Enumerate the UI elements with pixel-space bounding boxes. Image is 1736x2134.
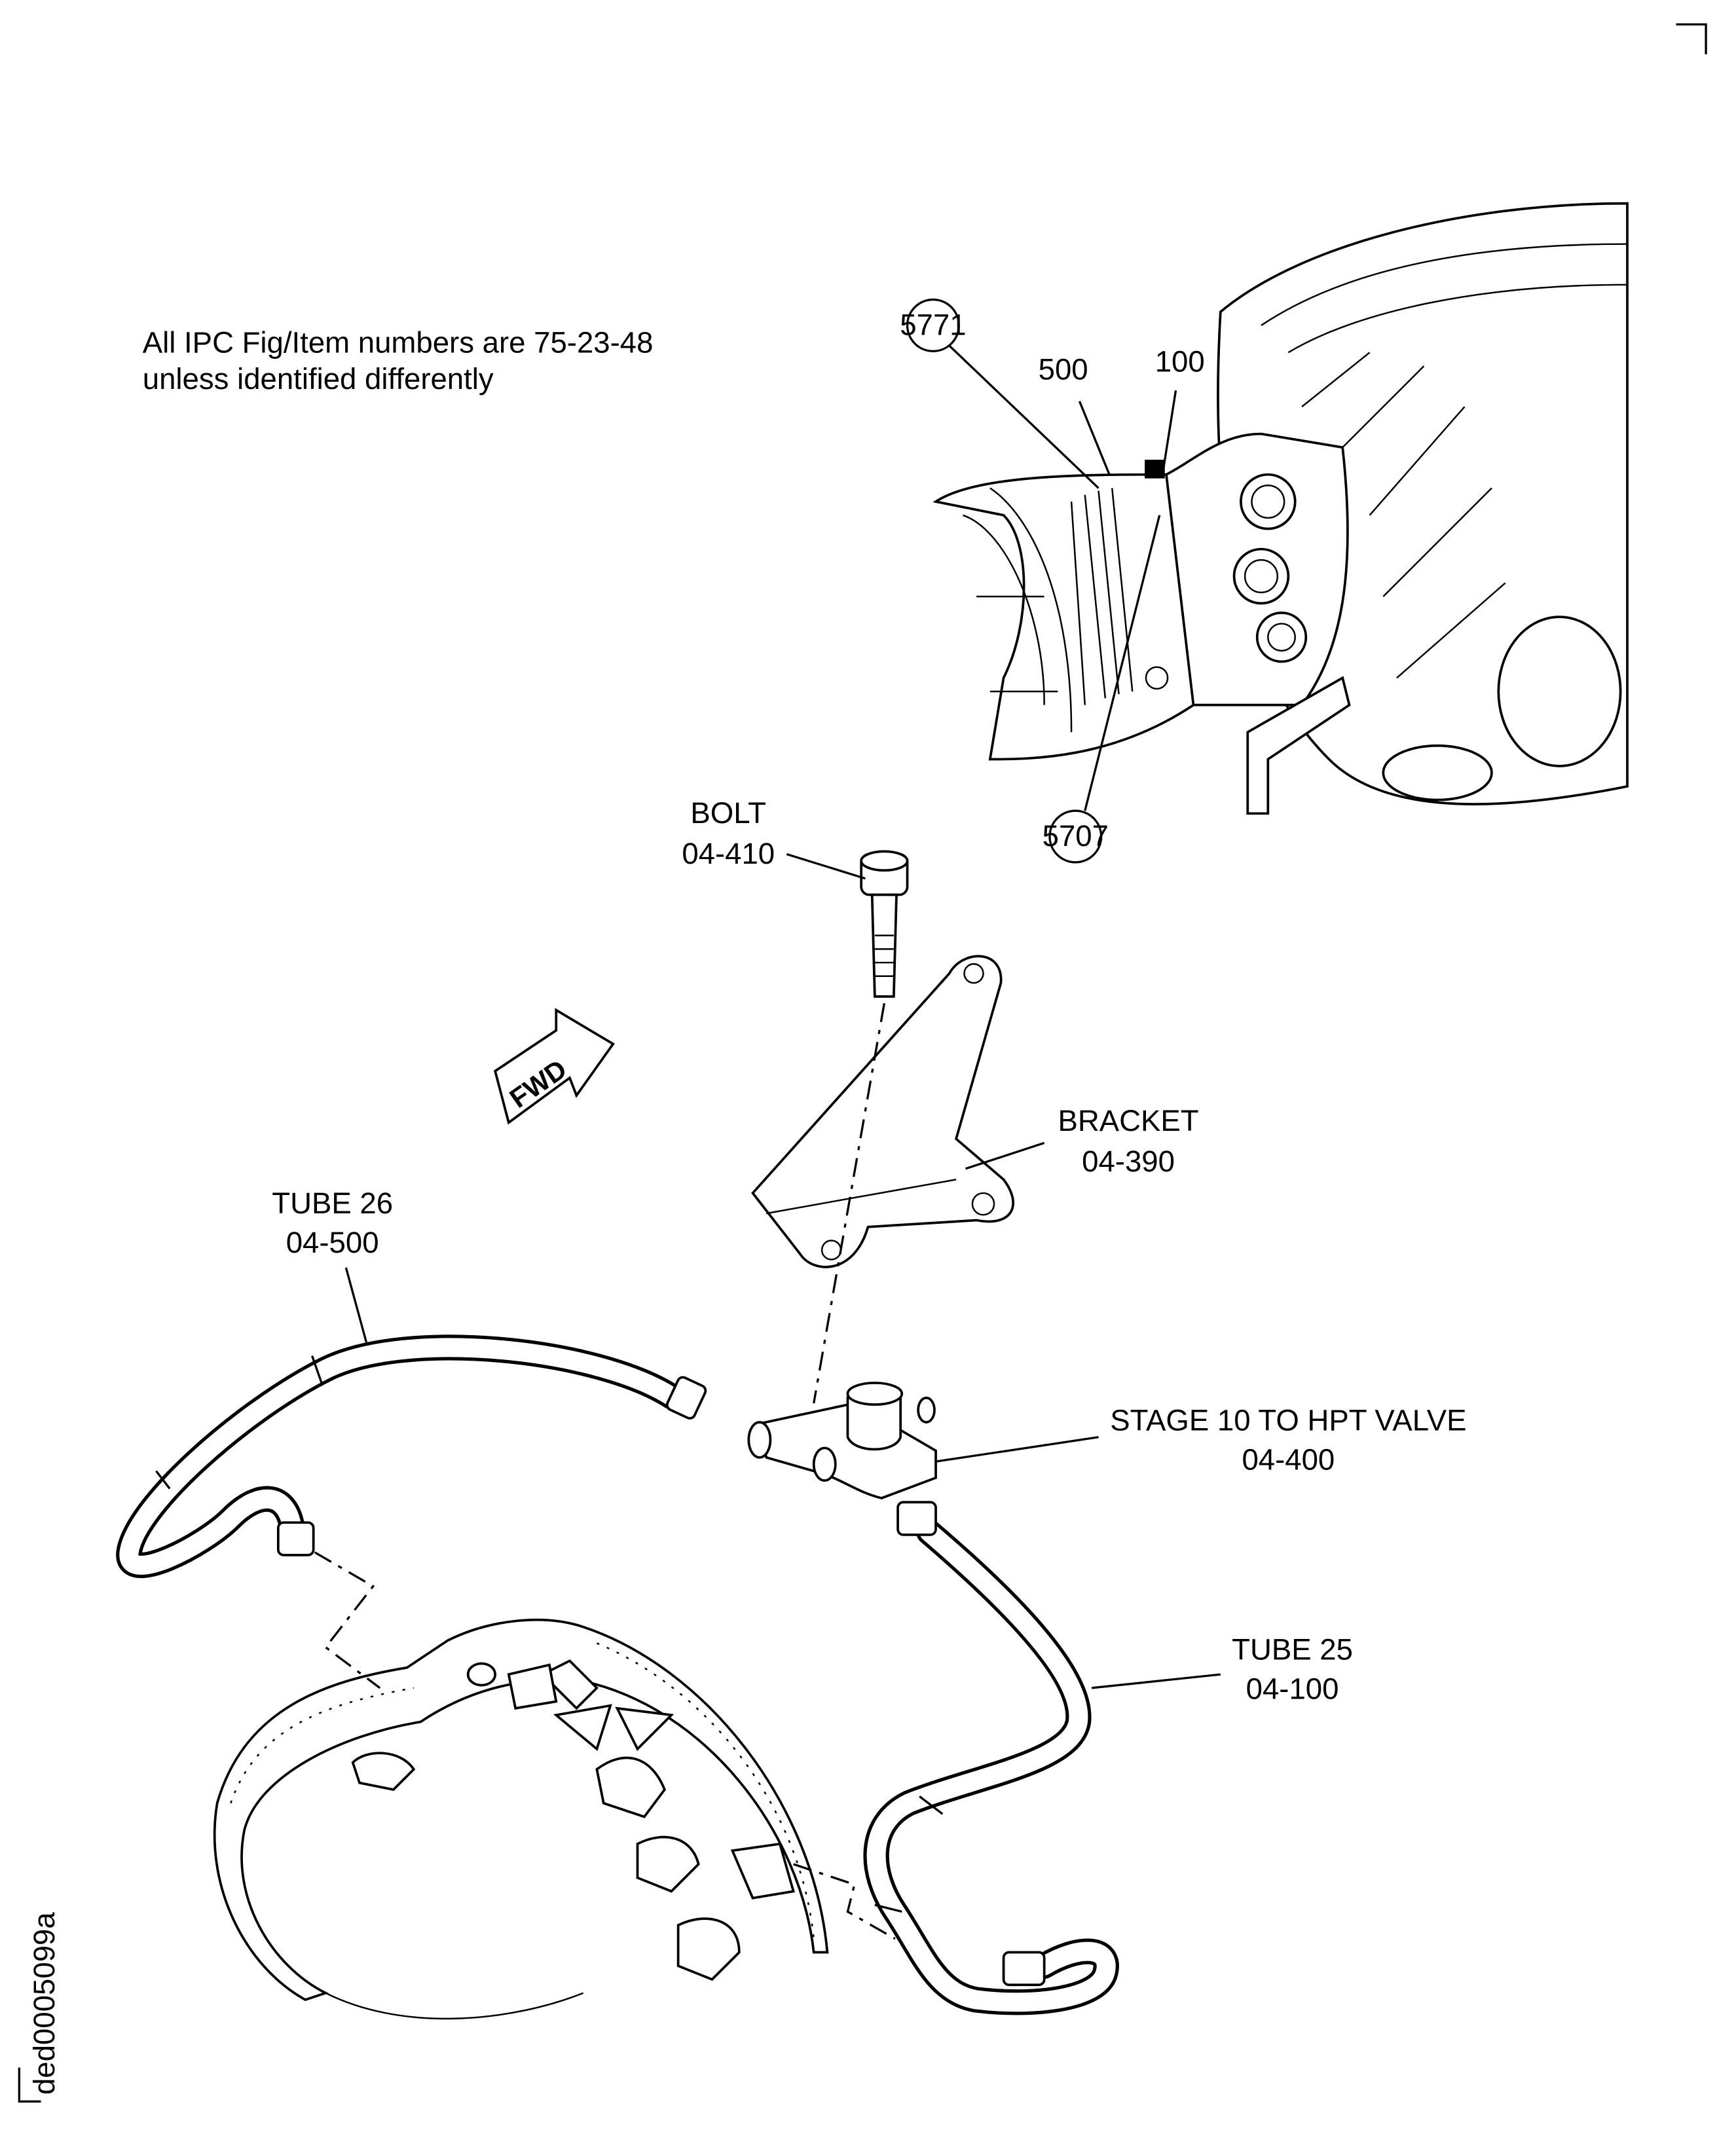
tube-26-number: 04-500 bbox=[286, 1226, 379, 1259]
bracket-label: BRACKET bbox=[1058, 1104, 1198, 1137]
fwd-arrow: FWD bbox=[493, 1008, 615, 1125]
corner-mark-top-right bbox=[1676, 23, 1707, 54]
tube-25-number: 04-100 bbox=[1246, 1672, 1339, 1705]
tube-25-label: TUBE 25 bbox=[1232, 1632, 1353, 1666]
callout-5707: 5707 bbox=[1043, 819, 1109, 853]
bracket-number: 04-390 bbox=[1082, 1145, 1175, 1178]
tube-26-label: TUBE 26 bbox=[272, 1187, 393, 1220]
engine-overview-drawing bbox=[933, 202, 1629, 815]
corner-mark-bottom-left bbox=[18, 2067, 41, 2103]
tube-26-part bbox=[116, 1334, 707, 1578]
callout-circle-5771 bbox=[906, 298, 960, 352]
callout-500: 500 bbox=[1039, 353, 1088, 386]
bracket-part bbox=[751, 955, 1014, 1268]
valve-number: 04-400 bbox=[1242, 1443, 1335, 1476]
valve-label: STAGE 10 TO HPT VALVE bbox=[1110, 1403, 1466, 1437]
bolt-number: 04-410 bbox=[682, 837, 775, 870]
callout-100: 100 bbox=[1155, 344, 1205, 378]
note-line-2: unless identified differently bbox=[143, 362, 494, 396]
stage10-hpt-valve-part bbox=[747, 1382, 937, 1499]
callout-circle-5707 bbox=[1048, 809, 1103, 864]
manifold-ring-drawing bbox=[213, 1619, 829, 2020]
bolt-label: BOLT bbox=[690, 796, 766, 830]
note-line-1: All IPC Fig/Item numbers are 75-23-48 bbox=[143, 325, 654, 359]
drawing-id: ded0005099a bbox=[28, 1912, 61, 2095]
bolt-part bbox=[860, 850, 909, 998]
tube-25-part bbox=[863, 1501, 1119, 2015]
callout-5771: 5771 bbox=[900, 308, 966, 341]
